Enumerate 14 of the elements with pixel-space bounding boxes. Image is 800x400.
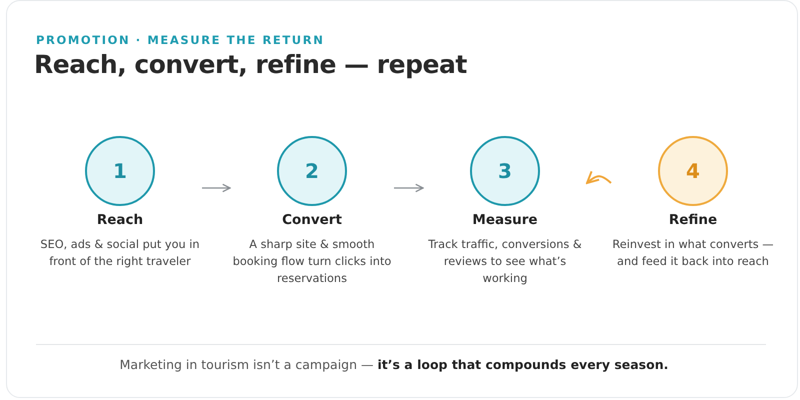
arrow xyxy=(202,184,231,192)
step-description: Reinvest in what converts — and feed it back into reach xyxy=(611,237,775,270)
step-description: Track traffic, conversions & reviews to see what’s working xyxy=(427,237,583,287)
diagram-title: Reach, convert, refine — repeat xyxy=(34,50,467,79)
kicker-text: PROMOTION · MEASURE THE RETURN xyxy=(36,33,324,47)
step-description: SEO, ads & social put you in front of the right traveler xyxy=(39,237,201,270)
step-description: A sharp site & smooth booking flow turn clicks into reservations xyxy=(232,237,392,287)
caption-text: Marketing in tourism isn’t a campaign — it’s a loop that compounds every season. xyxy=(118,357,670,372)
arrow xyxy=(394,184,424,192)
loop-arrow xyxy=(586,170,612,184)
step-title: Convert xyxy=(281,212,343,228)
step-title: Measure xyxy=(471,212,539,228)
step-title: Refine xyxy=(668,212,718,228)
step-title: Reach xyxy=(96,212,144,228)
